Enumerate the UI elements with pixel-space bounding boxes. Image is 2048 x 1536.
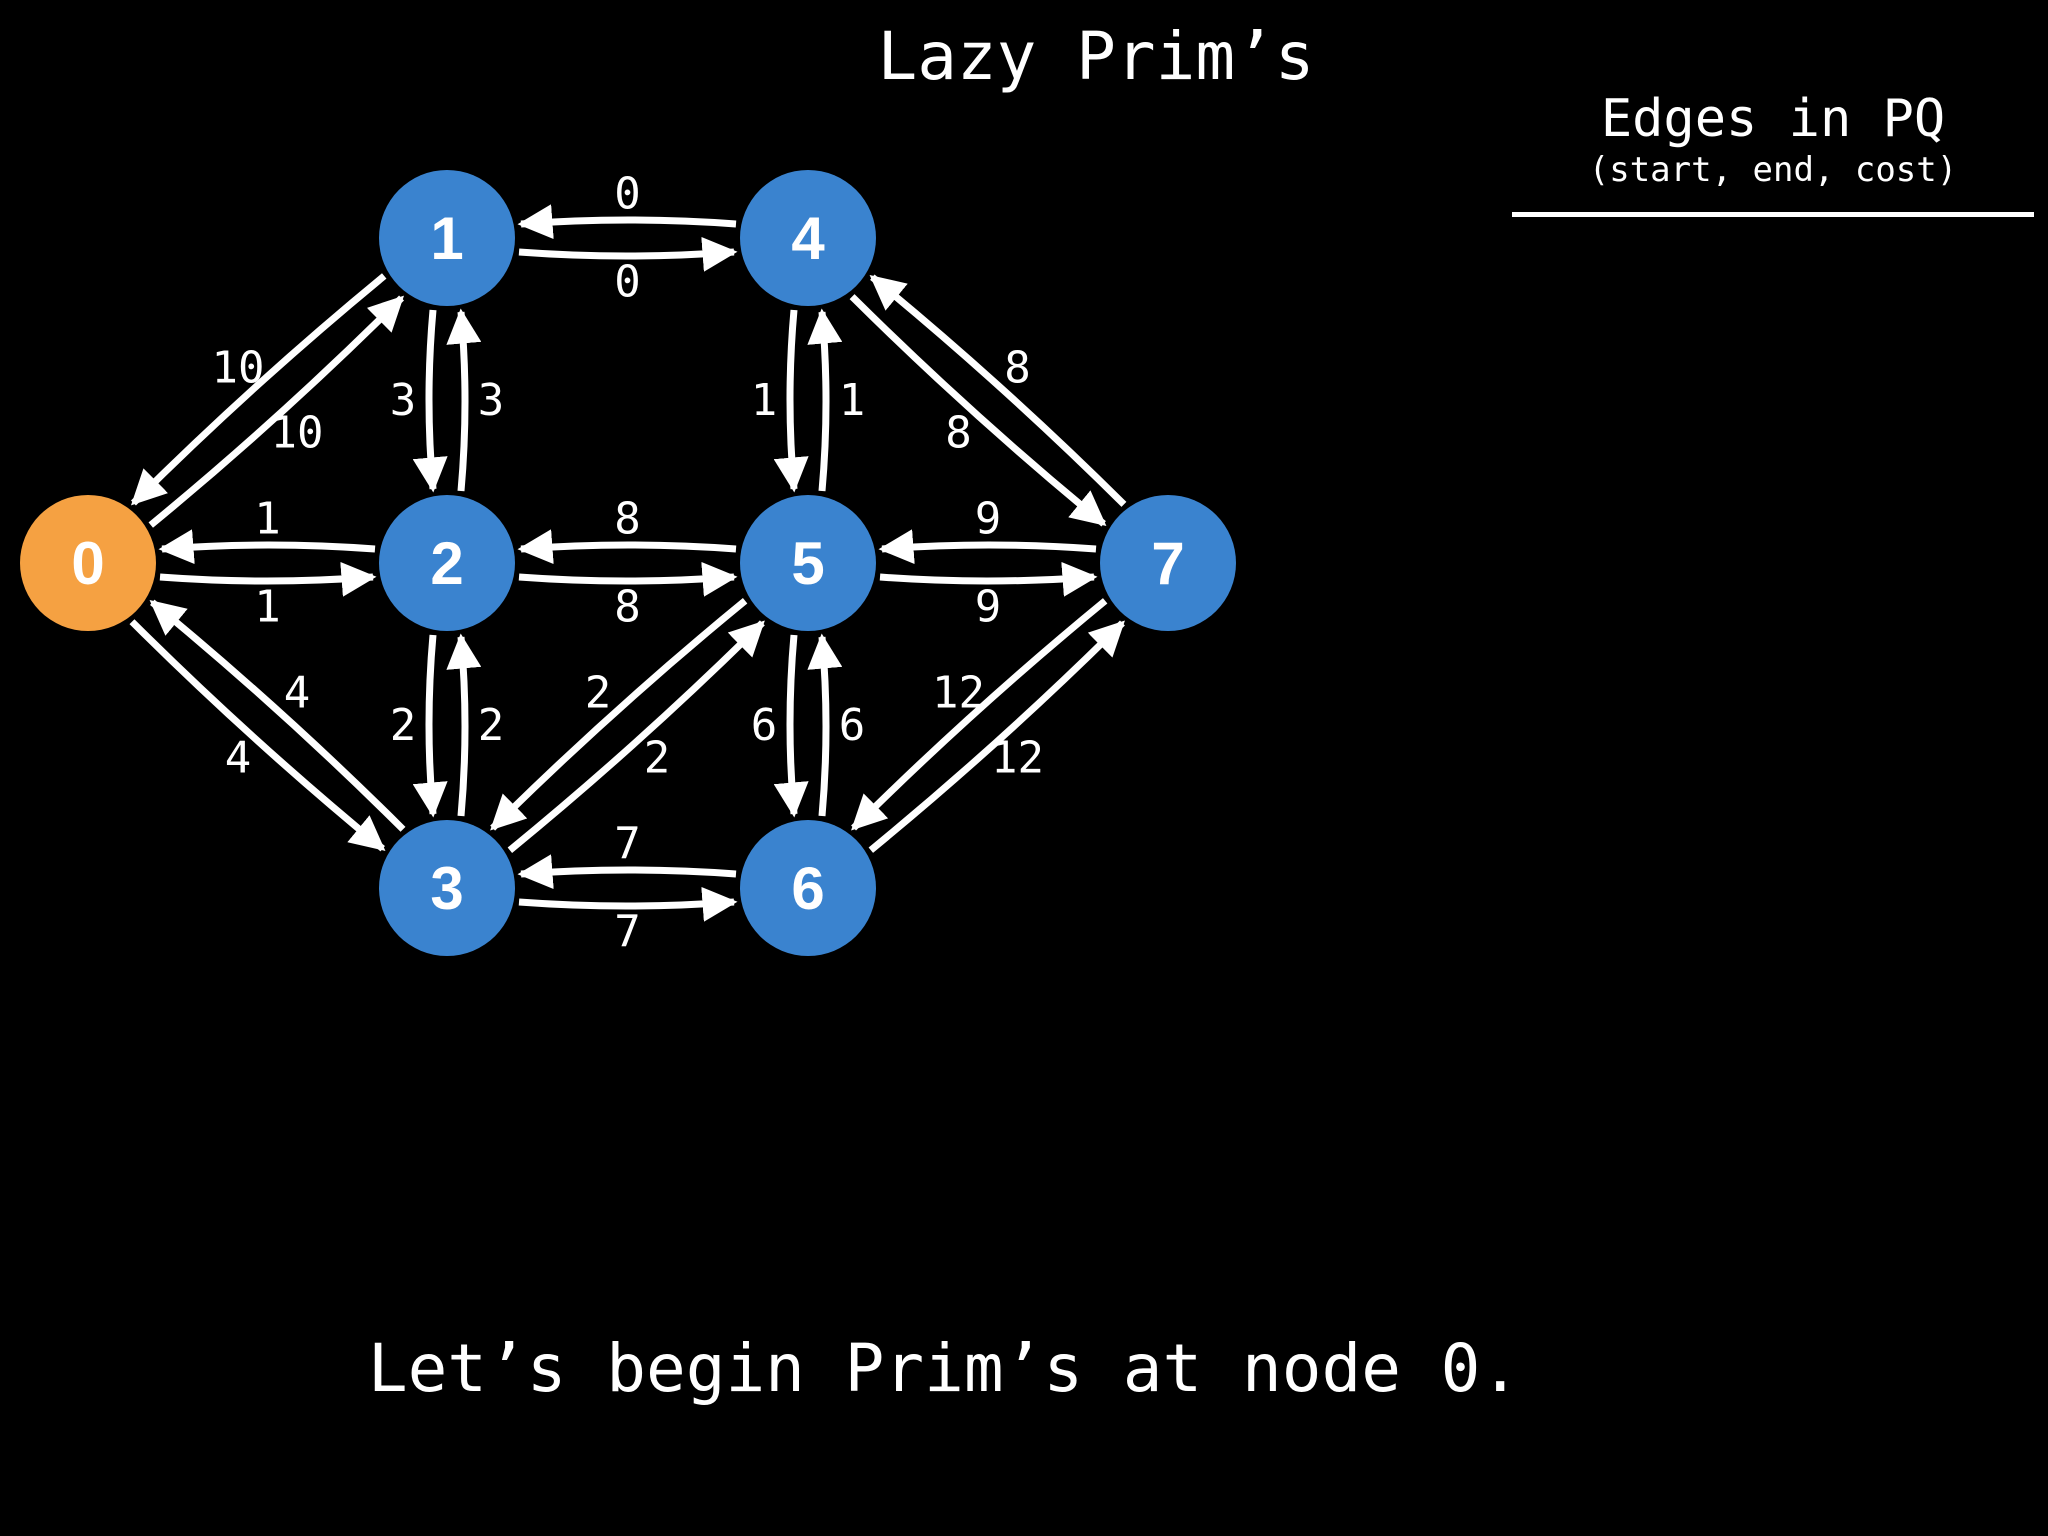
edge-7-5 bbox=[878, 529, 1097, 565]
edge-weight-5-2: 8 bbox=[614, 494, 641, 545]
node-7: 7 bbox=[1100, 495, 1236, 631]
edge-1-0 bbox=[130, 273, 387, 506]
edge-3-0 bbox=[149, 599, 406, 832]
node-2: 2 bbox=[379, 495, 515, 631]
edge-weight-0-2: 1 bbox=[254, 582, 281, 633]
node-6: 6 bbox=[740, 820, 876, 956]
edge-weight-4-7: 8 bbox=[945, 408, 972, 459]
node-3: 3 bbox=[379, 820, 515, 956]
edge-weight-7-5: 9 bbox=[975, 494, 1002, 545]
edge-weight-5-6: 6 bbox=[751, 700, 778, 751]
node-4-label: 4 bbox=[791, 205, 825, 272]
edge-weight-3-6: 7 bbox=[614, 907, 641, 958]
edge-6-3 bbox=[517, 854, 737, 890]
edge-1-4 bbox=[518, 236, 738, 272]
edge-2-5 bbox=[518, 561, 738, 597]
edge-weight-3-5: 2 bbox=[644, 733, 671, 784]
node-5-circle bbox=[740, 495, 876, 631]
edge-weight-2-3: 2 bbox=[390, 700, 417, 751]
edge-5-2 bbox=[517, 529, 737, 565]
edge-weight-0-3: 4 bbox=[225, 733, 252, 784]
node-1-circle bbox=[379, 170, 515, 306]
node-4: 4 bbox=[740, 170, 876, 306]
edge-3-2 bbox=[446, 633, 482, 817]
edge-4-5 bbox=[773, 309, 809, 493]
caption: Let’s begin Prim’s at node 0. bbox=[367, 1330, 1521, 1407]
node-7-circle bbox=[1100, 495, 1236, 631]
edge-5-3 bbox=[490, 598, 748, 831]
edge-weight-0-1: 10 bbox=[271, 408, 324, 459]
edge-0-3 bbox=[129, 619, 386, 852]
edge-6-7 bbox=[868, 620, 1125, 853]
node-0: 0 bbox=[20, 495, 156, 631]
edge-weight-4-1: 0 bbox=[614, 169, 641, 220]
edge-weight-1-4: 0 bbox=[614, 257, 641, 308]
pq-panel: Edges in PQ (start, end, cost) bbox=[1512, 88, 2034, 217]
edge-6-5 bbox=[807, 633, 843, 817]
node-0-circle bbox=[20, 495, 156, 631]
node-5-label: 5 bbox=[791, 530, 824, 597]
edge-1-2 bbox=[412, 309, 448, 493]
edge-2-0 bbox=[158, 529, 376, 565]
edge-weight-2-5: 8 bbox=[614, 582, 641, 633]
edge-7-6 bbox=[851, 598, 1108, 831]
edge-5-7 bbox=[879, 561, 1098, 597]
node-3-label: 3 bbox=[430, 855, 463, 922]
node-2-label: 2 bbox=[430, 530, 463, 597]
edge-weight-6-7: 12 bbox=[991, 733, 1044, 784]
node-1-label: 1 bbox=[430, 205, 463, 272]
edge-weight-5-3: 2 bbox=[585, 667, 612, 718]
pq-subtitle: (start, end, cost) bbox=[1588, 150, 1958, 190]
pq-divider bbox=[1512, 212, 2034, 217]
edge-7-4 bbox=[869, 274, 1127, 507]
edge-weight-5-7: 9 bbox=[975, 582, 1002, 633]
edge-3-5 bbox=[507, 620, 765, 853]
node-7-label: 7 bbox=[1151, 530, 1184, 597]
edge-4-1 bbox=[517, 204, 737, 240]
node-6-circle bbox=[740, 820, 876, 956]
edge-0-1 bbox=[148, 295, 405, 528]
edge-weight-6-5: 6 bbox=[839, 700, 866, 751]
node-6-label: 6 bbox=[791, 855, 824, 922]
edge-weight-3-0: 4 bbox=[284, 667, 311, 718]
node-5: 5 bbox=[740, 495, 876, 631]
edge-0-2 bbox=[159, 561, 377, 597]
edge-weight-7-4: 8 bbox=[1004, 342, 1031, 393]
page-title: Lazy Prim’s bbox=[877, 18, 1315, 95]
edge-weight-7-6: 12 bbox=[932, 667, 985, 718]
edge-weight-3-2: 2 bbox=[478, 700, 505, 751]
edge-5-6 bbox=[773, 634, 809, 818]
node-1: 1 bbox=[379, 170, 515, 306]
edge-weight-1-0: 10 bbox=[211, 342, 264, 393]
edge-weight-2-1: 3 bbox=[478, 375, 505, 426]
edge-2-3 bbox=[412, 634, 448, 818]
edge-weight-4-5: 1 bbox=[751, 375, 778, 426]
node-4-circle bbox=[740, 170, 876, 306]
edge-weight-1-2: 3 bbox=[390, 375, 417, 426]
edge-weight-6-3: 7 bbox=[614, 819, 641, 870]
edge-4-7 bbox=[849, 294, 1107, 527]
node-3-circle bbox=[379, 820, 515, 956]
edge-5-4 bbox=[807, 308, 843, 492]
edge-3-6 bbox=[518, 886, 738, 922]
node-0-label: 0 bbox=[71, 530, 104, 597]
edge-weight-2-0: 1 bbox=[254, 494, 281, 545]
node-2-circle bbox=[379, 495, 515, 631]
edge-weight-5-4: 1 bbox=[839, 375, 866, 426]
pq-title: Edges in PQ bbox=[1600, 89, 1946, 149]
edge-2-1 bbox=[446, 308, 482, 492]
